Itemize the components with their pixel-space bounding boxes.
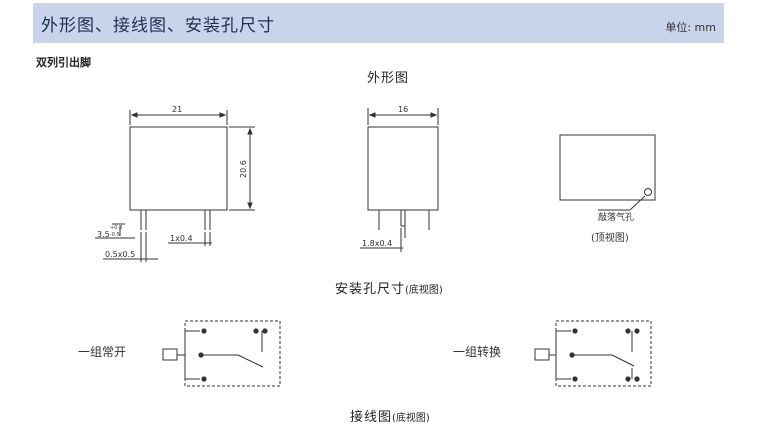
pin-width-label: 0.5x0.5 bbox=[105, 250, 135, 259]
top-view-caption: (顶视图) bbox=[591, 231, 629, 244]
vent-hole bbox=[644, 188, 652, 196]
unit-label: 单位: mm bbox=[665, 21, 716, 34]
pitch-label: 3.5 bbox=[97, 230, 110, 239]
front-pin-label: 1x0.4 bbox=[170, 234, 193, 243]
front-width-label: 21 bbox=[172, 105, 182, 114]
mounting-title: 安装孔尺寸(底视图) bbox=[335, 282, 443, 297]
pitch-tol-lower: -0.5 bbox=[110, 232, 120, 238]
side-pin-label: 1.8x0.4 bbox=[362, 239, 392, 248]
pitch-tol-upper: +0.3 bbox=[110, 225, 122, 231]
section-title: 外形图、接线图、安装孔尺寸 bbox=[41, 16, 275, 36]
top-body bbox=[559, 134, 656, 201]
front-view bbox=[95, 110, 255, 262]
front-height-label: 20.6 bbox=[239, 160, 248, 178]
side-width-label: 16 bbox=[398, 105, 408, 114]
form-a-label: 一组常开 bbox=[78, 345, 127, 359]
side-view bbox=[360, 108, 439, 252]
wiring-form-a bbox=[162, 320, 281, 387]
front-body bbox=[129, 126, 228, 211]
top-view bbox=[559, 134, 656, 211]
outline-title: 外形图 bbox=[367, 71, 410, 86]
form-c-label: 一组转换 bbox=[453, 345, 502, 359]
side-body bbox=[367, 126, 439, 211]
wiring-title: 接线图(底视图) bbox=[350, 410, 430, 425]
vent-hole-label: 敲落气孔 bbox=[598, 211, 634, 223]
subheading: 双列引出脚 bbox=[36, 56, 91, 69]
wiring-form-c bbox=[534, 320, 652, 387]
section-header: 外形图、接线图、安装孔尺寸 单位: mm bbox=[33, 3, 724, 43]
